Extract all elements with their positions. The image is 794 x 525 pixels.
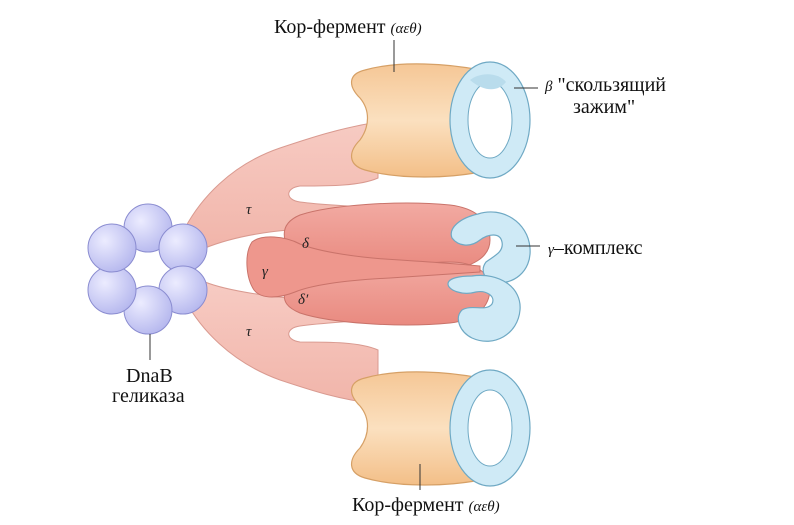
core-enzyme-top-label: Кор-фермент (αεθ)	[274, 16, 422, 38]
gamma-subunit	[246, 236, 481, 298]
tau-top-label: τ	[246, 202, 252, 218]
gamma-complex-label: γ–комплекс	[548, 237, 643, 259]
core-enzyme-bottom-label: Кор-фермент (αεθ)	[352, 494, 500, 516]
beta-clamp-top	[449, 61, 531, 179]
helicase-label-line1: DnaB	[126, 365, 173, 387]
beta-clamp-bottom	[449, 369, 531, 487]
helicase-label-line2: геликаза	[112, 385, 185, 407]
gamma-complex-clamp-loader	[447, 211, 531, 342]
leader-lines	[149, 40, 540, 490]
beta-clamp-label: β "скользящий	[545, 74, 666, 96]
gamma-label: γ	[262, 264, 269, 280]
delta-label: δ	[302, 236, 310, 252]
beta-clamp-label-line2: зажим"	[573, 96, 636, 118]
dnab-helicase	[87, 203, 208, 335]
core-enzyme-bottom	[351, 371, 481, 486]
tau-bottom-label: τ	[246, 324, 252, 340]
core-enzyme-top	[351, 63, 481, 178]
delta-prime-label: δ′	[298, 292, 309, 308]
